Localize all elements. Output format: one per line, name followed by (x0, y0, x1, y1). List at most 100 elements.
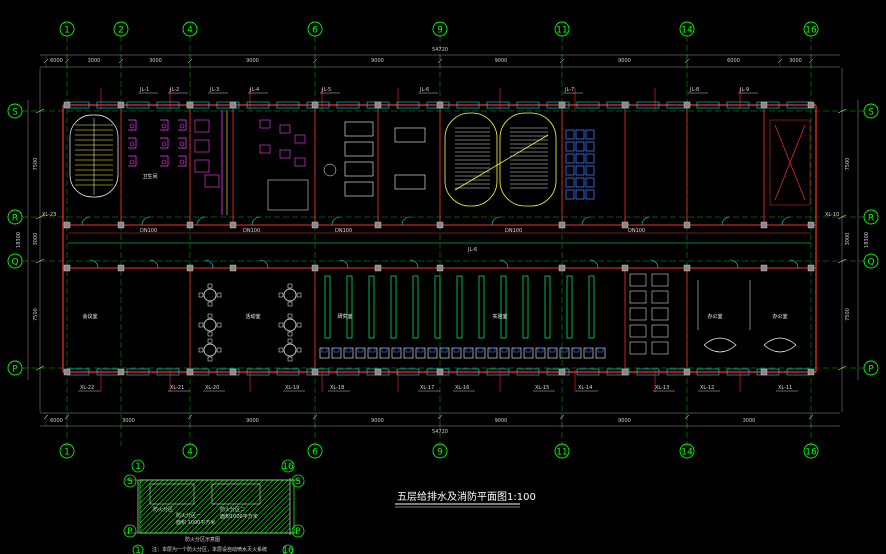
riser-tag-bottom-4: XL-18 (330, 385, 344, 391)
top-dim-2: 3000 (149, 58, 162, 64)
riser-tag-top-4: JL-5 (321, 87, 331, 93)
riser-tag-bottom-3: XL-19 (285, 385, 299, 391)
axis-top-14: 14 (681, 26, 693, 36)
riser-tag-bottom-7: XL-15 (535, 385, 549, 391)
bottom-dim-4: 9000 (495, 418, 508, 424)
fire-zone-key-plan: 防火分区 防火分区一 面积 1000平方米 防火分区二 面积1000平方米 防火… (123, 459, 305, 554)
corridor-tag-0: JL-6 (467, 247, 477, 253)
axis-right-S: S (868, 108, 874, 118)
left-dim-1: 3000 (33, 233, 39, 246)
riser-tag-top-2: JL-3 (209, 87, 219, 93)
riser-tag-top-3: JL-4 (249, 87, 259, 93)
room-label-1: 会议室 (82, 313, 97, 320)
room-label-4: 实验室 (492, 313, 507, 320)
pipe-tag-4: DN100 (628, 228, 645, 234)
top-dim-0: 6000 (50, 58, 63, 64)
riser-tag-bottom-2: XL-20 (205, 385, 219, 391)
axis-top-11: 11 (556, 26, 567, 36)
key-axis-top-1: 1 (135, 462, 141, 472)
axis-right-R: R (868, 214, 874, 224)
axis-left-R: R (12, 214, 18, 224)
axis-grid-lines (22, 36, 864, 446)
axis-top-16: 16 (805, 26, 817, 36)
bottom-dim-0: 6000 (50, 418, 63, 424)
axis-top-9: 9 (437, 26, 443, 36)
architecture-walls (62, 88, 817, 392)
key-plan-note-1: 防火分区 (153, 506, 173, 513)
key-plan-footnote: 注：本层为一个防火分区，本层设自动喷水灭火系统 (152, 546, 267, 553)
riser-tag-bottom-6: XL-16 (455, 385, 469, 391)
corridor-tag-1: XL-10 (825, 212, 839, 218)
room-label-3: 研究室 (337, 313, 352, 320)
riser-tag-top-6: JL-7 (564, 87, 574, 93)
left-dim-0: 7500 (33, 158, 39, 171)
riser-tag-bottom-0: XL-22 (80, 385, 94, 391)
bottom-dim-3: 9000 (371, 418, 384, 424)
riser-tag-bottom-11: XL-11 (778, 385, 792, 391)
corridor-tag-2: XL-23 (42, 212, 56, 218)
bottom-dim-1: 3000 (122, 418, 135, 424)
room-label-5: 办公室 (707, 313, 722, 320)
right-dim-0: 7500 (845, 158, 851, 171)
key-axis-bottom-1: 1 (135, 546, 141, 554)
room-label-0: 卫生间 (142, 173, 157, 180)
top-dim-5: 9000 (495, 58, 508, 64)
top-dim-8: 3000 (789, 58, 802, 64)
key-plan-note-5: 面积1000平方米 (220, 513, 258, 520)
axis-bottom-9: 9 (437, 448, 443, 458)
left-dim-2: 7500 (33, 308, 39, 321)
key-plan-note-4: 面积 1000平方米 (176, 519, 215, 526)
bottom-dim-5: 9000 (618, 418, 631, 424)
riser-tag-top-7: JL-8 (689, 87, 699, 93)
axis-bottom-1: 1 (64, 448, 70, 458)
axis-bottom-14: 14 (681, 448, 693, 458)
pipe-tag-1: DN100 (243, 228, 260, 234)
total-dimension-bottom: 54720 (432, 429, 448, 435)
right-dim-2: 7500 (845, 308, 851, 321)
riser-tag-top-5: JL-6 (419, 87, 429, 93)
axis-bottom-6: 6 (312, 448, 318, 458)
key-plan-note-2: 防火分区一 (176, 512, 201, 519)
axis-left-Q: Q (11, 258, 18, 268)
top-dim-4: 9000 (371, 58, 384, 64)
top-dim-1: 3000 (88, 58, 101, 64)
key-plan-title: 防火分区示意图 (185, 536, 220, 543)
axis-right-Q: Q (867, 258, 874, 268)
overall-height-dim-left: 18300 (16, 232, 22, 248)
key-axis-top-16: 16 (282, 462, 294, 472)
axis-bottom-11: 11 (556, 448, 567, 458)
axis-left-P: P (12, 365, 18, 375)
top-dim-7: 6000 (727, 58, 740, 64)
riser-tag-top-8: JL-9 (739, 87, 749, 93)
right-dim-1: 3000 (845, 233, 851, 246)
key-axis-side-p-right: P (295, 527, 301, 537)
axis-top-2: 2 (118, 26, 124, 36)
key-plan-note-3: 防火分区二 (220, 506, 245, 513)
axis-top-6: 6 (312, 26, 318, 36)
pipe-tag-0: DN100 (140, 228, 157, 234)
key-axis-side-p: P (127, 527, 133, 537)
riser-tag-bottom-8: XL-14 (578, 385, 592, 391)
bottom-dim-6: 3000 (743, 418, 756, 424)
pipe-tag-2: DN100 (335, 228, 352, 234)
top-dim-3: 9000 (246, 58, 259, 64)
overall-height-dim-right: 18300 (864, 232, 870, 248)
axis-left-S: S (12, 108, 18, 118)
axis-bottom-16: 16 (805, 448, 817, 458)
room-label-6: 办公室 (772, 313, 787, 320)
axis-top-1: 1 (64, 26, 70, 36)
pipe-tag-3: DN100 (505, 228, 522, 234)
riser-tag-bottom-9: XL-13 (655, 385, 669, 391)
key-axis-side-s-right: S (295, 477, 301, 487)
key-axis-side-s: S (127, 477, 133, 487)
riser-tag-top-0: JL-1 (139, 87, 149, 93)
axis-top-4: 4 (187, 26, 193, 36)
axis-bottom-4: 4 (187, 448, 193, 458)
drawing-title: 五层给排水及消防平面图1:100 (397, 490, 536, 503)
top-dim-6: 9000 (618, 58, 631, 64)
riser-tag-bottom-5: XL-17 (420, 385, 434, 391)
dimension-lines: 6000 3000 3000 9000 9000 9000 9000 6000 3000 6000… (27, 54, 859, 427)
riser-tag-top-1: JL-2 (169, 87, 179, 93)
